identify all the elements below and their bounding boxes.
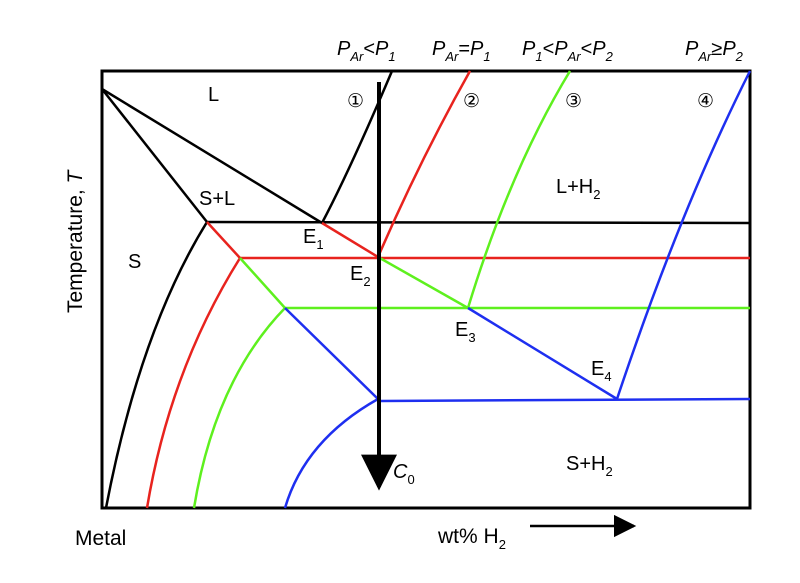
curve-set-2	[145, 70, 750, 509]
region-liquid-gas: L+H2	[556, 176, 600, 202]
solvus-line-3	[192, 307, 286, 509]
region-solid: S	[128, 251, 141, 273]
curve-set-3	[192, 70, 750, 509]
liquidus-extension-2	[321, 221, 379, 259]
composition-label: C0	[393, 461, 415, 487]
gas-solubility-line-1	[320, 70, 394, 224]
solvus-line-4	[283, 397, 379, 509]
origin-label: Metal	[75, 527, 126, 550]
y-axis-label: Temperature, T	[64, 168, 87, 313]
region-liquid: L	[208, 84, 219, 106]
condition-marker-4: ④	[697, 90, 714, 112]
region-solid-gas: S+H2	[566, 453, 613, 479]
liquidus-line	[101, 87, 323, 225]
point-e2: E2	[350, 263, 371, 289]
condition-label-1: PAr<P1	[337, 38, 396, 64]
point-e4: E4	[591, 358, 612, 384]
solidus-line	[101, 88, 208, 223]
condition-marker-1: ①	[347, 90, 364, 112]
eutectic-isotherm-1	[206, 220, 751, 225]
condition-label-2: PAr=P1	[432, 38, 491, 64]
condition-label-3: P1<PAr<P2	[522, 38, 614, 64]
region-solid-liquid: S+L	[199, 188, 235, 210]
point-e1: E1	[303, 226, 324, 252]
solidus-extension-2	[206, 221, 241, 259]
liquidus-extension-3	[377, 255, 469, 310]
gas-solubility-line-4	[615, 70, 752, 400]
gas-solubility-line-3	[466, 70, 572, 309]
point-e3: E3	[455, 319, 476, 345]
solidus-extension-3	[239, 257, 286, 309]
solvus-line-2	[145, 257, 242, 509]
condition-marker-3: ③	[565, 90, 582, 112]
plot-frame	[100, 69, 752, 510]
eutectic-isotherm-4	[377, 397, 751, 403]
condition-marker-2: ②	[463, 90, 480, 112]
curve-set-1	[101, 70, 751, 509]
solidus-extension-4	[284, 307, 379, 400]
curve-set-4	[283, 70, 752, 509]
solvus-line-1	[104, 221, 209, 509]
gas-solubility-line-2	[376, 70, 472, 258]
liquidus-extension-4	[467, 306, 618, 401]
condition-label-4: PAr≥P2	[685, 38, 744, 64]
x-axis-label: wt% H2	[437, 525, 506, 552]
